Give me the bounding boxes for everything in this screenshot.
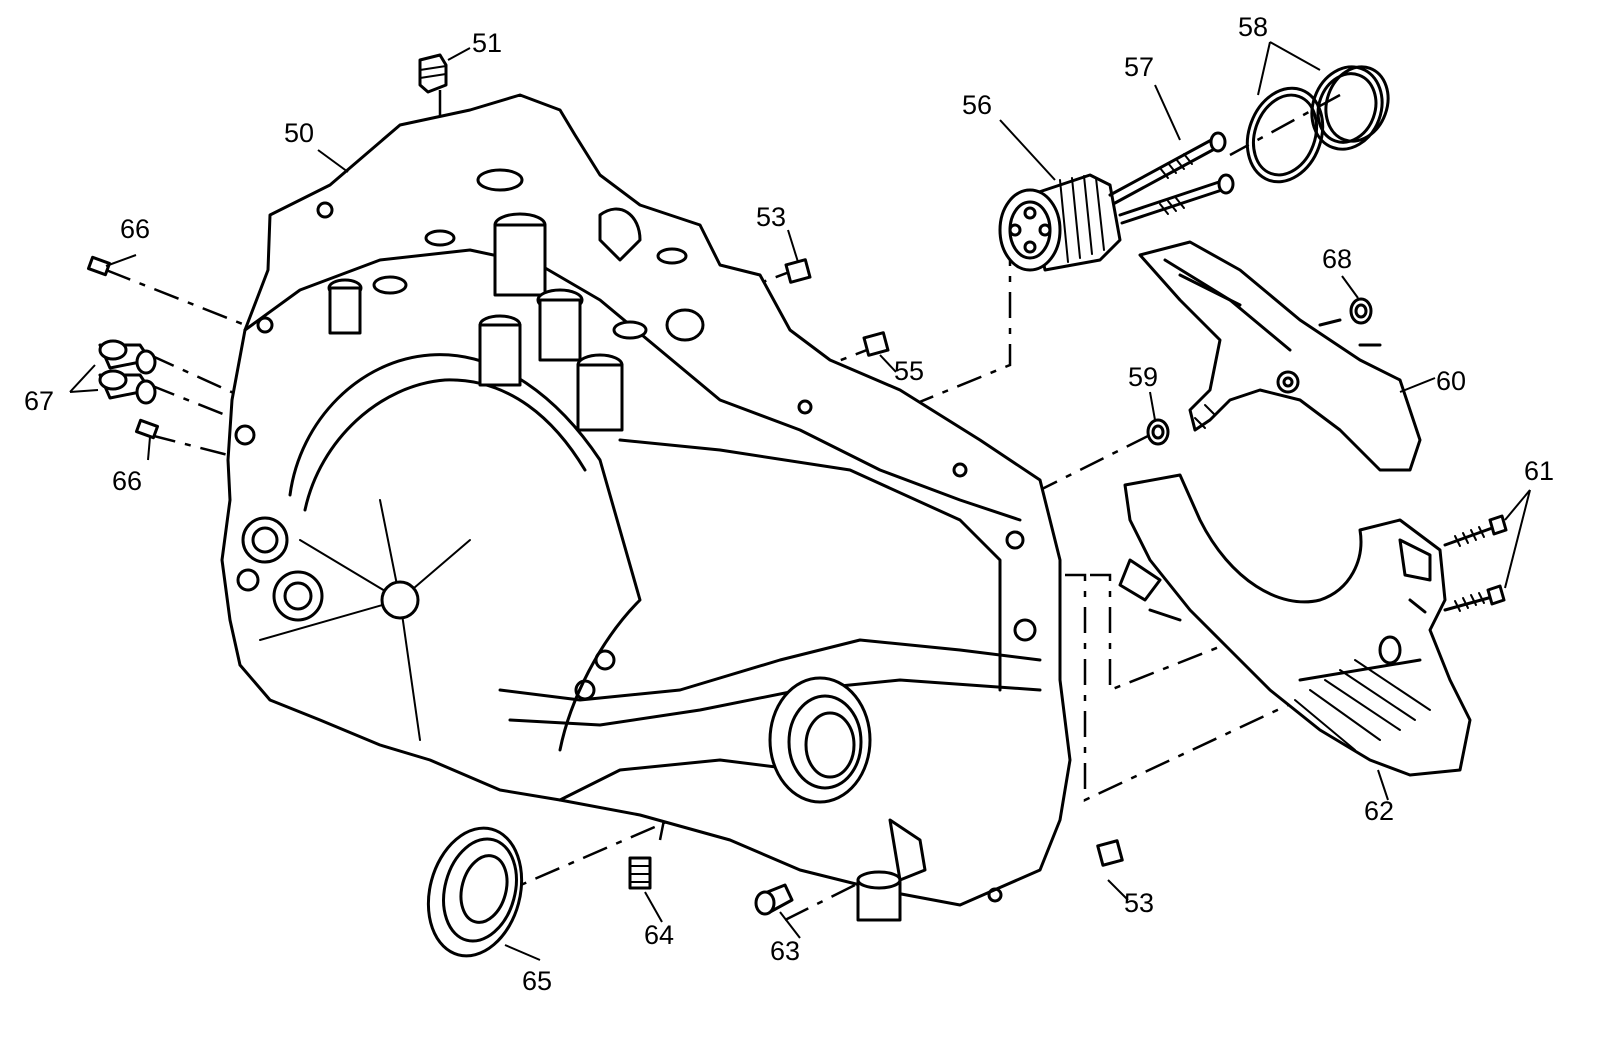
- callout-68: 68: [1322, 244, 1352, 274]
- callout-50: 50: [284, 118, 314, 148]
- washer-59: [1146, 418, 1170, 446]
- bracket-60: [1138, 240, 1422, 472]
- callout-51: 51: [472, 28, 502, 58]
- accumulator-bolts: [1108, 131, 1235, 225]
- dowel-pin-53-top: [784, 258, 812, 284]
- fill-plug: [418, 53, 448, 94]
- dowel-pin-66-bottom: [134, 418, 160, 440]
- sleeve-67: [98, 339, 157, 405]
- transaxle-case: [220, 93, 1072, 922]
- seal-rings: [1245, 65, 1390, 184]
- callout-leaders: [69, 41, 1531, 961]
- cover-62: [1118, 473, 1472, 777]
- callout-56: 56: [962, 90, 992, 120]
- callout-59: 59: [1128, 362, 1158, 392]
- accumulator-piston: [998, 173, 1122, 272]
- bolts-61: [1443, 514, 1508, 612]
- callout-66-top: 66: [120, 214, 150, 244]
- callout-53-bottom: 53: [1124, 888, 1154, 918]
- callout-labels: 50 51 53 53 55 56 57 58 59 60 61 62 63 6…: [24, 12, 1554, 996]
- callout-60: 60: [1436, 366, 1466, 396]
- callout-65: 65: [522, 966, 552, 996]
- plug-64: [628, 856, 652, 890]
- callout-62: 62: [1364, 796, 1394, 826]
- callout-61: 61: [1524, 456, 1554, 486]
- callout-63: 63: [770, 936, 800, 966]
- callout-55: 55: [894, 356, 924, 386]
- dowel-pin-55: [862, 331, 890, 357]
- axle-seal-65: [426, 826, 524, 958]
- callout-58: 58: [1238, 12, 1268, 42]
- callout-67: 67: [24, 386, 54, 416]
- dowel-pin-53-bottom: [1096, 839, 1124, 867]
- callout-66-bottom: 66: [112, 466, 142, 496]
- plug-63: [754, 883, 794, 916]
- dowel-pin-66-top: [86, 255, 112, 277]
- callout-57: 57: [1124, 52, 1154, 82]
- callout-64: 64: [644, 920, 674, 950]
- callout-53-top: 53: [756, 202, 786, 232]
- nut-68: [1349, 297, 1373, 325]
